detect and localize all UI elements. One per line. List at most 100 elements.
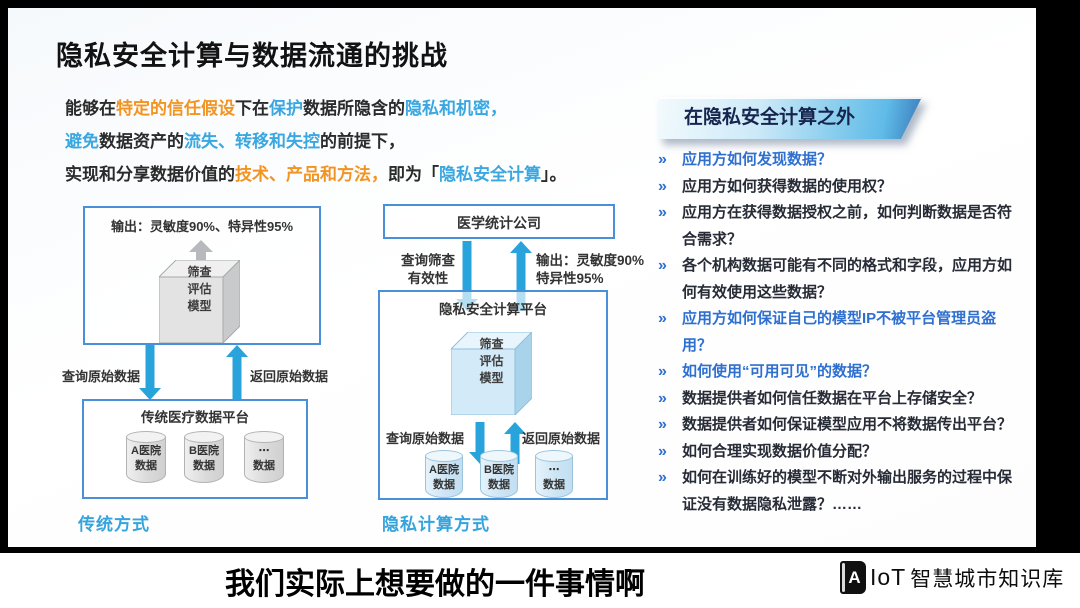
label-line: 查询筛查: [401, 253, 455, 268]
channel-name: 智慧城市知识库: [910, 567, 1065, 591]
chevron-double-icon: »: [658, 151, 667, 168]
cube-line: 模型: [187, 299, 212, 313]
intro-line-3: 实现和分享数据价值的技术、产品和方法，即为「隐私安全计算」。: [65, 158, 635, 191]
challenge-text: 各个机构数据可能有不同的格式和字段，应用方如何有效使用这些数据？: [682, 257, 1013, 301]
challenge-item: »数据提供者如何保证模型应用不将数据传出平台？: [658, 412, 1030, 439]
chevron-double-icon: »: [658, 177, 667, 195]
seg: 数据资产的: [99, 132, 184, 151]
cube-shape: [451, 332, 532, 415]
challenge-item: » 应用方如何获得数据的使用权？: [658, 174, 1030, 201]
query-down-arrow-icon: [138, 345, 162, 400]
challenge-text: 应用方如何保证自己的模型IP不被平台管理员盗用？: [682, 310, 997, 354]
seg: 实现和分享数据价值的: [65, 165, 235, 184]
seg: 数据所隐含的: [303, 99, 405, 118]
database-cylinder-icon: A医院数据: [126, 431, 166, 483]
company-box: 医学统计公司: [383, 204, 615, 239]
db-label: B医院数据: [189, 444, 219, 474]
intro-line-1: 能够在特定的信任假设下在保护数据所隐含的隐私和机密，: [65, 92, 635, 125]
cube-line: 筛查: [187, 265, 212, 279]
query-validity-label: 查询筛查 有效性: [390, 252, 466, 288]
challenge-item: » 各个机构数据可能有不同的格式和字段，应用方如何有效使用这些数据？: [658, 253, 1030, 306]
brand-text: IoT: [870, 564, 907, 590]
challenge-text: 应用方如何发现数据？: [682, 151, 833, 168]
db-line: 数据: [432, 479, 455, 491]
challenge-question-list: » 应用方如何发现数据？ » 应用方如何获得数据的使用权？ »应用方在获得数据授权之…: [658, 147, 1030, 518]
db-line: 数据: [192, 460, 215, 472]
cube-text: 筛查 评估 模型: [159, 264, 240, 315]
db-line: A医院: [131, 445, 161, 457]
beyond-privacy-banner: 在隐私安全计算之外: [658, 97, 922, 139]
chevron-double-icon: »: [658, 442, 667, 460]
db-line: 数据: [487, 479, 510, 491]
video-letterbox: 隐私安全计算与数据流通的挑战 能够在特定的信任假设下在保护数据所隐含的隐私和机密…: [0, 0, 1080, 553]
return-up-arrow-icon: [225, 345, 249, 400]
platform-title: 隐私安全计算平台: [439, 302, 547, 317]
return-up-arrow-icon: [503, 422, 527, 464]
seg-blue: 避免: [65, 132, 99, 151]
challenge-text: 应用方如何获得数据的使用权？: [682, 177, 893, 195]
output-metrics-label: 输出：灵敏度90%、特异性95%: [110, 219, 294, 234]
model-cube-icon: 筛查 评估 模型: [159, 260, 240, 343]
seg: 能够在: [65, 99, 116, 118]
privacy-platform-box: 隐私安全计算平台 筛查 评估 模型 查询原始数据 返回原始: [378, 290, 608, 500]
cube-line: 模型: [479, 371, 504, 385]
seg: 的前提下，: [320, 132, 405, 151]
challenge-text: 数据提供者如何保证模型应用不将数据传出平台？: [682, 416, 1013, 433]
challenge-item: »如何使用“可用可见”的数据？: [658, 359, 1030, 386]
chevron-double-icon: »: [658, 389, 667, 407]
database-cylinder-icon: B医院数据: [184, 431, 224, 483]
privacy-mode-caption: 隐私计算方式: [382, 515, 490, 534]
banner-title: 在隐私安全计算之外: [684, 107, 856, 128]
db-line: ⋯: [258, 445, 270, 457]
book-letter: A: [848, 567, 861, 587]
db-label: A医院数据: [131, 444, 161, 474]
challenge-item: »如何合理实现数据价值分配？: [658, 439, 1030, 466]
traditional-mode-caption: 传统方式: [78, 515, 150, 534]
chevron-double-icon: »: [658, 310, 667, 327]
challenge-text: 如何在训练好的模型不断对外输出服务的过程中保证没有数据隐私泄露？……: [682, 469, 1013, 513]
slide-title: 隐私安全计算与数据流通的挑战: [56, 41, 448, 71]
cube-line: 筛查: [479, 337, 504, 351]
challenge-item: »应用方在获得数据授权之前，如何判断数据是否符合需求？: [658, 200, 1030, 253]
traditional-platform-box: 传统医疗数据平台 A医院数据 B医院数据 ⋯数据: [82, 399, 308, 499]
challenge-item: »数据提供者如何信任数据在平台上存储安全？: [658, 386, 1030, 413]
return-raw-data-label: 返回原始数据: [521, 431, 600, 446]
output-up-arrow-icon: [189, 240, 213, 267]
intro-line-2: 避免数据资产的流失、转移和失控的前提下，: [65, 125, 635, 158]
challenge-item: » 应用方如何发现数据？: [658, 147, 1030, 174]
database-cylinder-icon: A医院数据: [425, 450, 463, 498]
model-cube-icon: 筛查 评估 模型: [451, 332, 532, 415]
presentation-slide: 隐私安全计算与数据流通的挑战 能够在特定的信任假设下在保护数据所隐含的隐私和机密…: [8, 8, 1036, 547]
seg: 下在: [235, 99, 269, 118]
seg: 即为「: [388, 165, 439, 184]
company-label: 医学统计公司: [457, 215, 541, 231]
subtitle-strip: 我们实际上想要做的一件事情啊 A IoT 智慧城市知识库: [0, 553, 1080, 608]
database-cylinder-icon: ⋯ 数据: [535, 450, 573, 498]
db-line: B医院: [484, 464, 514, 476]
chevron-double-icon: »: [658, 257, 667, 274]
db-label: B医院数据: [484, 463, 514, 493]
db-label: ⋯数据: [253, 444, 275, 474]
output-up-arrow-icon: [509, 241, 533, 311]
seg-orange: 特定的信任假设: [116, 99, 235, 118]
cube-line: 评估: [187, 282, 212, 296]
challenge-item: »如何在训练好的模型不断对外输出服务的过程中保证没有数据隐私泄露？……: [658, 465, 1030, 518]
challenge-text: 如何使用“可用可见”的数据？: [682, 363, 878, 380]
return-raw-data-label: 返回原始数据: [250, 369, 329, 384]
banner-shape: [658, 97, 922, 139]
label-line: 有效性: [407, 271, 449, 286]
seg-blue: 流失、转移和失控: [184, 132, 320, 151]
db-line: A医院: [429, 464, 459, 476]
book-icon: A: [840, 561, 866, 594]
db-line: 数据: [134, 460, 157, 472]
db-line: 数据: [543, 479, 565, 491]
chevron-double-icon: »: [658, 204, 667, 221]
cube-text: 筛查 评估 模型: [451, 336, 532, 387]
challenge-item: » 应用方如何保证自己的模型IP不被平台管理员盗用？: [658, 306, 1030, 359]
intro-paragraph: 能够在特定的信任假设下在保护数据所隐含的隐私和机密， 避免数据资产的流失、转移和…: [65, 92, 635, 191]
seg-blue: 隐私安全计算: [439, 165, 541, 184]
database-cylinder-icon: B医院数据: [480, 450, 518, 498]
query-raw-data-label: 查询原始数据: [386, 431, 465, 446]
output-metrics-label: 输出：灵敏度90% 特异性95%: [536, 252, 644, 288]
db-line: ⋯: [548, 464, 560, 476]
